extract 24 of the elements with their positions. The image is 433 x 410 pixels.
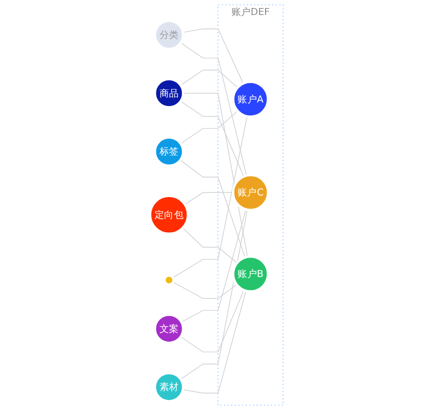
node-circle: [163, 274, 175, 286]
node-circle: 商品: [154, 78, 184, 109]
node-circle: 账户A: [232, 80, 270, 118]
node-circle: 账户C: [232, 174, 270, 212]
node-circle: 账户B: [232, 255, 270, 293]
connector: [182, 228, 238, 264]
connector: [181, 209, 246, 322]
connector: [172, 282, 237, 299]
connector: [180, 42, 247, 176]
node-circle: 分类: [154, 20, 184, 50]
connector: [180, 160, 246, 258]
connector: [182, 28, 244, 84]
node-circle: 文案: [154, 313, 184, 344]
connector: [184, 192, 234, 205]
connector: [180, 70, 238, 88]
connector: [180, 100, 244, 177]
connector: [180, 209, 248, 380]
node-circle: 定向包: [148, 194, 190, 235]
connector: [180, 290, 244, 352]
connector: [172, 116, 248, 278]
node-circle: 标签: [154, 136, 184, 167]
connector: [180, 110, 238, 144]
connector: [182, 290, 246, 394]
node-circle: 素材: [154, 372, 184, 402]
